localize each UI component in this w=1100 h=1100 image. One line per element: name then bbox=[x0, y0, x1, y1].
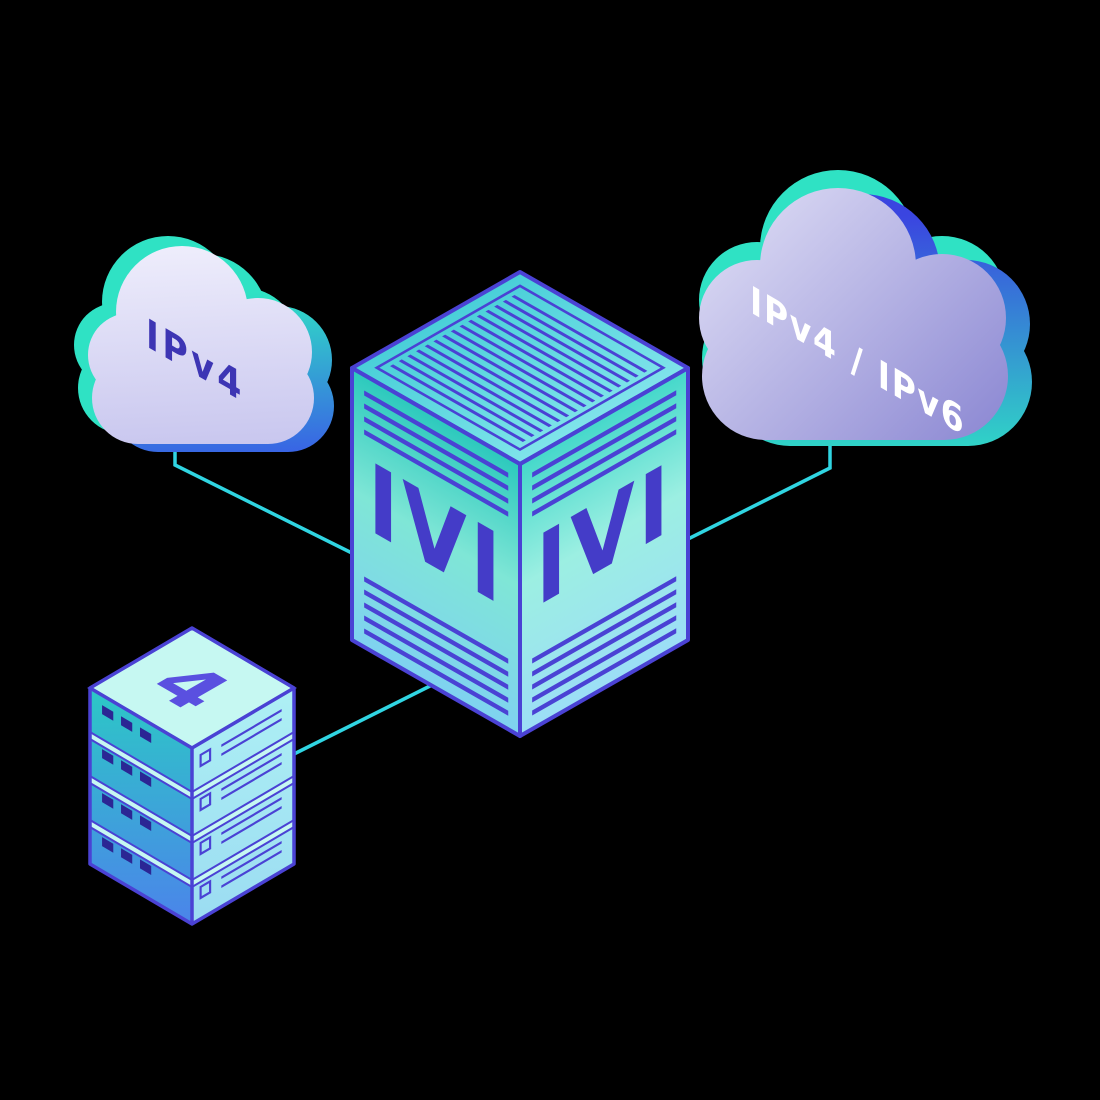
translator-cube-outline bbox=[350, 270, 690, 738]
left-face-stripes-bottom bbox=[364, 576, 509, 716]
server-vent-group bbox=[199, 709, 282, 900]
ipv4-cloud: IPv4 bbox=[74, 236, 334, 452]
translator-cube: IVI IVI bbox=[350, 270, 690, 738]
server-slot-group bbox=[102, 705, 152, 875]
server-stack: 4 bbox=[87, 626, 297, 926]
right-face-stripes-top bbox=[532, 390, 677, 517]
dual-stack-cloud: IPv4 / IPv6 bbox=[699, 170, 1032, 446]
right-face-stripes-bottom bbox=[532, 576, 677, 716]
translator-cube-right-face: IVI bbox=[520, 368, 688, 736]
top-face-stripes bbox=[390, 294, 648, 443]
translator-cube-left-face: IVI bbox=[352, 368, 520, 736]
left-face-stripes-top bbox=[364, 390, 509, 517]
server-stack-outline bbox=[88, 626, 296, 926]
